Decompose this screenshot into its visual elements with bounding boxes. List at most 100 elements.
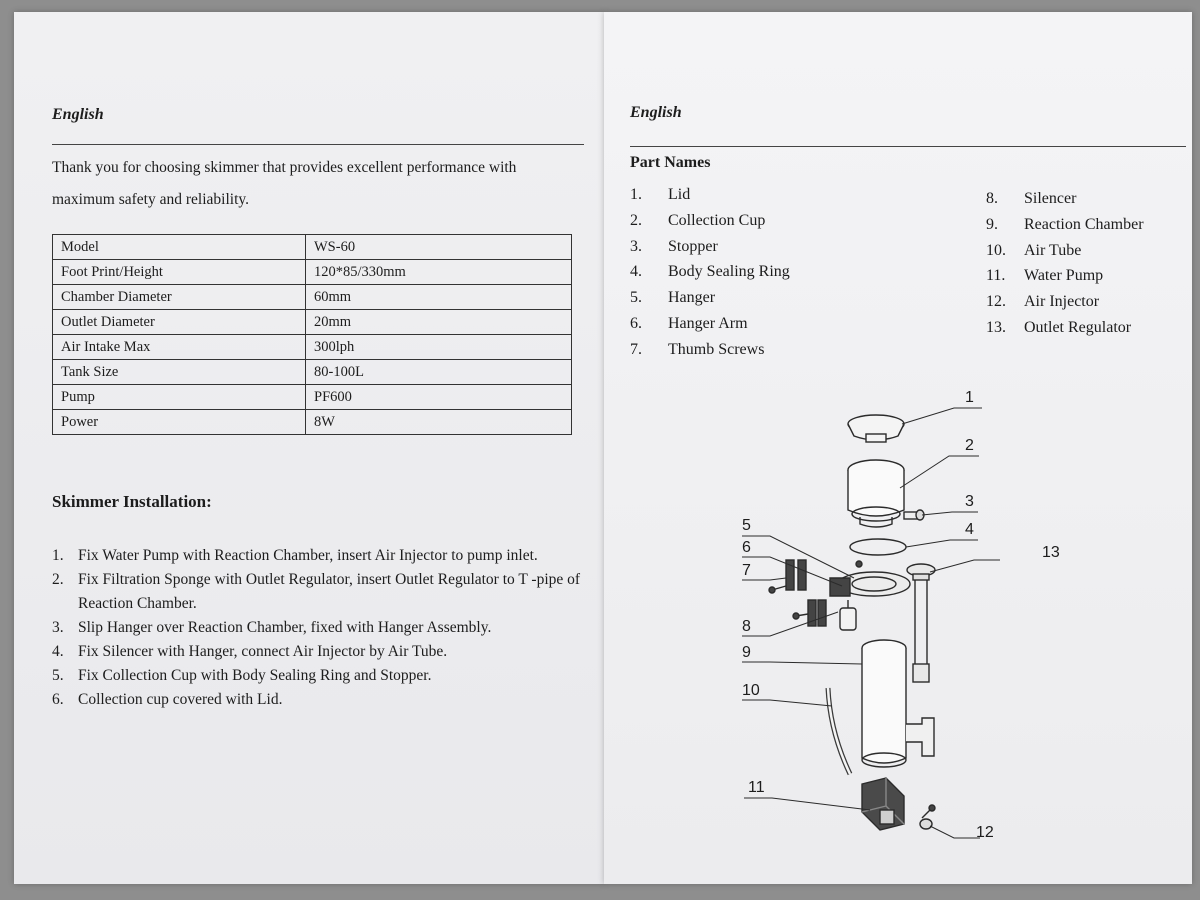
installation-steps: 1. Fix Water Pump with Reaction Chamber, … xyxy=(52,544,582,712)
part-name: Silencer xyxy=(1024,190,1077,207)
spec-label: Model xyxy=(52,234,306,260)
spec-label: Power xyxy=(52,409,306,435)
part-number: 9. xyxy=(986,215,998,233)
parts-list-right: 8. Silencer 9. Reaction Chamber 10.Air Tub… xyxy=(986,186,1144,341)
list-item: 6. Hanger Arm xyxy=(630,311,790,337)
stopper-part xyxy=(903,509,925,521)
callout-12: 12 xyxy=(976,824,994,841)
list-item: 4. Fix Silencer with Hanger, connect Air … xyxy=(52,640,582,664)
leader-lines xyxy=(742,407,1000,839)
list-item: 4.Body Sealing Ring xyxy=(630,259,790,285)
spec-label: Chamber Diameter xyxy=(52,284,306,310)
list-item: 2.Collection Cup xyxy=(630,208,790,234)
spec-value: 80-100L xyxy=(305,359,572,385)
spec-label: Pump xyxy=(52,384,306,410)
callout-8: 8 xyxy=(742,618,751,635)
air-injector-part xyxy=(919,804,936,830)
spec-label: Tank Size xyxy=(52,359,306,385)
list-item: 8. Silencer xyxy=(986,186,1144,212)
hanger-part xyxy=(829,560,911,597)
sealing-ring-part xyxy=(849,538,907,556)
spec-value: 300lph xyxy=(305,334,572,360)
step-number: 1. xyxy=(52,547,64,564)
part-name: Lid xyxy=(668,186,691,203)
outlet-regulator-part xyxy=(906,563,936,683)
list-item: 10.Air Tube xyxy=(986,238,1144,264)
part-name: Outlet Regulator xyxy=(1024,318,1132,336)
lid-part xyxy=(847,414,905,443)
callout-13: 13 xyxy=(1042,544,1060,561)
step-number: 4. xyxy=(52,643,64,660)
callout-9: 9 xyxy=(742,644,751,661)
water-pump-part xyxy=(861,777,905,831)
part-name: Hanger Arm xyxy=(668,314,748,332)
spec-value: 60mm xyxy=(305,284,572,310)
step-text: Fix Water Pump with Reaction Chamber, in… xyxy=(78,547,538,564)
left-page: English Thank you for choosing skimmer t… xyxy=(14,12,605,884)
callout-5: 5 xyxy=(742,517,751,534)
part-number: 2. xyxy=(630,211,642,229)
callout-10: 10 xyxy=(742,682,760,699)
list-item: 3.Stopper xyxy=(630,234,790,260)
intro-text: Thank you for choosing skimmer that prov… xyxy=(52,159,517,208)
callout-1: 1 xyxy=(965,389,974,406)
part-number: 1. xyxy=(630,186,642,203)
part-number: 4. xyxy=(630,263,642,281)
list-item: 13. Outlet Regulator xyxy=(986,315,1144,341)
spec-label: Air Intake Max xyxy=(52,334,306,360)
step-number: 6. xyxy=(52,691,64,708)
language-label: English xyxy=(630,104,682,121)
part-name: Water Pump xyxy=(1024,267,1104,285)
right-page: English Part Names 1. Lid 2.Collection Cu… xyxy=(604,12,1192,884)
part-number: 6. xyxy=(630,314,642,332)
list-item: 1. Fix Water Pump with Reaction Chamber, … xyxy=(52,544,582,568)
part-number: 8. xyxy=(986,190,998,207)
spec-label: Outlet Diameter xyxy=(52,309,306,335)
list-item: 9. Reaction Chamber xyxy=(986,212,1144,238)
silencer-part xyxy=(792,599,857,631)
part-number: 5. xyxy=(630,289,642,307)
spec-label: Foot Print/Height xyxy=(52,259,306,285)
spec-value: 20mm xyxy=(305,309,572,335)
step-number: 3. xyxy=(52,619,64,636)
spec-value: 8W xyxy=(305,409,572,435)
header-rule xyxy=(52,144,584,145)
step-text: Fix Collection Cup with Body Sealing Rin… xyxy=(78,667,432,684)
installation-heading: Skimmer Installation: xyxy=(52,492,212,511)
part-name: Thumb Screws xyxy=(668,340,765,358)
parts-list-left: 1. Lid 2.Collection Cup 3.Stopper 4.Body … xyxy=(630,182,790,363)
exploded-diagram xyxy=(742,407,1000,839)
list-item: 12.Air Injector xyxy=(986,289,1144,315)
part-number: 13. xyxy=(986,318,1006,336)
spec-value: 120*85/330mm xyxy=(305,259,572,285)
list-item: 5.Hanger xyxy=(630,285,790,311)
callout-4: 4 xyxy=(965,521,974,538)
language-label: English xyxy=(52,106,104,123)
collection-cup-part xyxy=(847,459,905,528)
spec-value: WS-60 xyxy=(305,234,572,260)
part-number: 11. xyxy=(986,267,1006,285)
header-rule xyxy=(630,146,1186,147)
callout-2: 2 xyxy=(965,437,974,454)
thumb-screws-part xyxy=(768,559,807,594)
step-number: 5. xyxy=(52,667,64,684)
step-number: 2. xyxy=(52,571,64,588)
callout-7: 7 xyxy=(742,562,751,579)
step-text: Fix Silencer with Hanger, connect Air In… xyxy=(78,643,448,660)
part-names-heading: Part Names xyxy=(630,154,711,171)
part-name: Reaction Chamber xyxy=(1024,215,1144,233)
list-item: 1. Lid xyxy=(630,182,790,208)
part-number: 7. xyxy=(630,340,642,358)
step-text: Slip Hanger over Reaction Chamber, fixed… xyxy=(78,619,492,636)
part-number: 3. xyxy=(630,237,642,255)
list-item: 3. Slip Hanger over Reaction Chamber, fix… xyxy=(52,616,582,640)
list-item: 7. Thumb Screws xyxy=(630,337,790,363)
